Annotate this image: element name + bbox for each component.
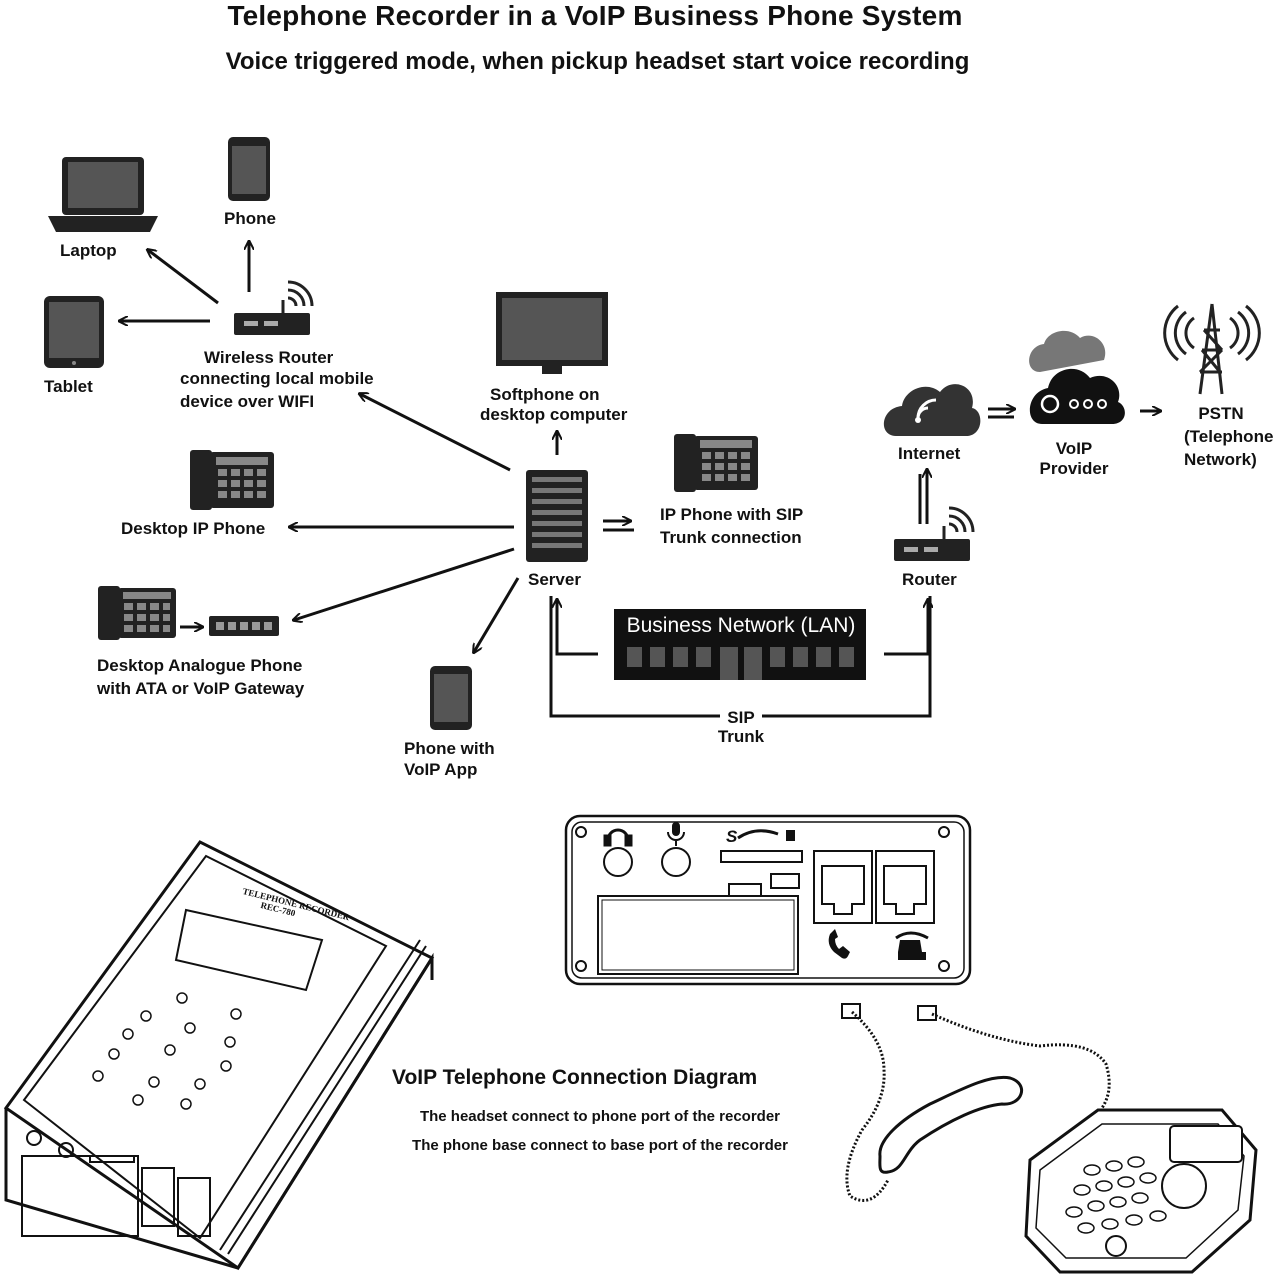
tablet-label: Tablet	[44, 377, 93, 396]
softphone-label-2: desktop computer	[480, 405, 628, 424]
server-icon	[526, 470, 588, 562]
phone-label: Phone	[224, 209, 276, 228]
desktop-ip-phone-icon	[190, 450, 274, 510]
analogue-phone-label-2: with ATA or VoIP Gateway	[97, 679, 305, 698]
wireless-router-label-3: device over WIFI	[180, 392, 315, 411]
ip-phone-icon	[674, 434, 758, 492]
cloud-icon	[883, 384, 981, 436]
voip-app-label-1: Phone with	[404, 739, 495, 758]
connection-note-2: The phone base connect to base port of t…	[412, 1137, 788, 1154]
page-subtitle: Voice triggered mode, when pickup headse…	[225, 48, 970, 75]
ip-phone-sip-label-2: Trunk connection	[660, 528, 802, 547]
laptop-icon	[48, 157, 158, 232]
router-label: Router	[902, 570, 957, 589]
laptop-label: Laptop	[60, 241, 117, 260]
server-label: Server	[528, 570, 581, 589]
analogue-phone-label-1: Desktop Analogue Phone	[97, 656, 303, 675]
mic-icon	[667, 822, 685, 846]
router-icon	[894, 506, 975, 561]
wireless-router-label-1: Wireless Router	[204, 348, 334, 367]
connection-note-1: The headset connect to phone port of the…	[419, 1108, 781, 1125]
analogue-phone-icon	[98, 586, 176, 640]
desk-telephone	[1024, 1108, 1258, 1274]
softphone-label-1: Softphone on	[490, 385, 600, 404]
phone-icon	[228, 137, 270, 201]
monitor-icon	[496, 292, 608, 374]
mobile-voip-icon	[430, 666, 472, 730]
ip-phone-sip-label-1: IP Phone with SIP	[660, 505, 804, 524]
lan-switch-icon	[614, 609, 866, 680]
headphone-icon	[603, 828, 633, 847]
connection-title: VoIP Telephone Connection Diagram	[392, 1066, 758, 1089]
voip-app-label-2: VoIP App	[404, 760, 478, 779]
connection-lines	[120, 242, 1160, 718]
desktop-ip-phone-label: Desktop IP Phone	[121, 519, 266, 538]
recorder-back-panel	[564, 814, 972, 986]
ata-icon	[209, 616, 279, 636]
internet-label: Internet	[898, 444, 961, 463]
voip-provider-label-2: Provider	[1039, 459, 1109, 478]
lan-label: Business Network (LAN)	[626, 614, 856, 637]
recorder-device	[3, 840, 435, 1271]
page-title: Telephone Recorder in a VoIP Business Ph…	[227, 0, 963, 31]
pstn-label-1: PSTN	[1198, 404, 1244, 423]
tower-icon	[1163, 303, 1261, 395]
pstn-label-2: (Telephone	[1184, 427, 1274, 446]
coiled-cord	[841, 1003, 1111, 1202]
voip-cloud-icon	[1029, 330, 1125, 424]
base-port-icon	[895, 931, 929, 960]
pstn-label-3: Network)	[1184, 450, 1257, 469]
wifi-router-icon	[234, 280, 314, 335]
voip-provider-label-1: VoIP	[1055, 439, 1093, 458]
handset-port-icon	[828, 929, 850, 959]
sip-trunk-label-2: Trunk	[717, 727, 765, 746]
tablet-icon	[44, 296, 104, 368]
sd-icon: S	[726, 827, 795, 846]
wireless-router-label-2: connecting local mobile	[180, 369, 374, 388]
svg-text:S: S	[726, 827, 738, 846]
handset-icon	[878, 1075, 1023, 1174]
sip-trunk-label-1: SIP	[727, 708, 755, 727]
